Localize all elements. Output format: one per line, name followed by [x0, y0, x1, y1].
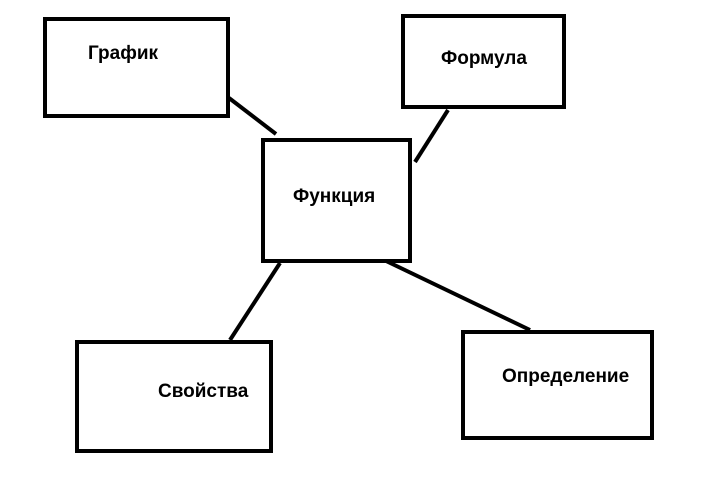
edge-center-definition	[383, 258, 531, 332]
node-formula-label: Формула	[441, 48, 527, 69]
node-center-label: Функция	[293, 186, 376, 207]
edge-center-graph	[227, 96, 278, 136]
node-center-box	[261, 138, 412, 263]
node-graph-box	[43, 17, 230, 118]
node-formula-box	[401, 14, 566, 109]
node-definition-box	[461, 330, 654, 440]
node-definition-label: Определение	[502, 366, 630, 387]
node-properties-box	[75, 340, 273, 453]
node-graph-label: График	[88, 43, 159, 64]
node-properties-label: Свойства	[158, 381, 249, 402]
edge-center-formula	[413, 108, 450, 164]
edge-center-properties	[228, 261, 282, 342]
